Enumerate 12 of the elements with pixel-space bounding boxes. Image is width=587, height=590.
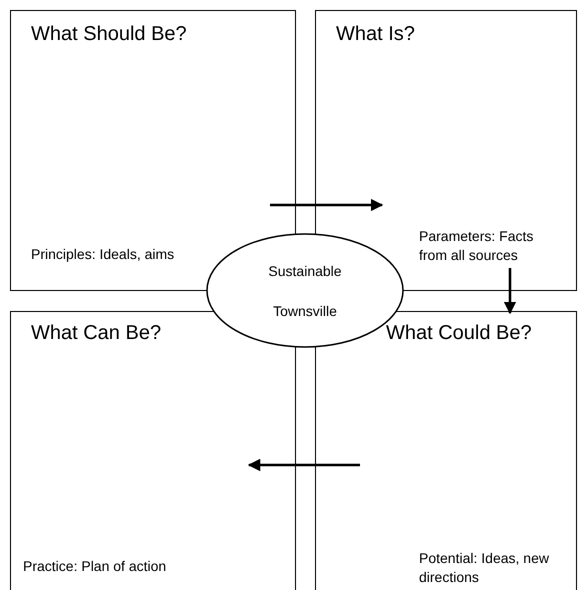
quadrant-description: Potential: Ideas, new directions [419, 549, 550, 587]
arrow [248, 458, 360, 472]
quadrant-description: Principles: Ideals, aims [31, 245, 176, 264]
quadrant-heading: What Can Be? [31, 322, 162, 345]
quadrant-description: Parameters: Facts from all sources [419, 227, 534, 265]
arrow [504, 268, 516, 314]
arrow [270, 198, 384, 212]
quadrant-description: Practice: Plan of action [23, 557, 168, 576]
quadrant-heading: What Could Be? [386, 322, 532, 345]
quadrant-heading: What Is? [336, 23, 415, 46]
quadrant-heading: What Should Be? [31, 23, 187, 46]
center-label: Sustainable Townsville [267, 262, 343, 321]
